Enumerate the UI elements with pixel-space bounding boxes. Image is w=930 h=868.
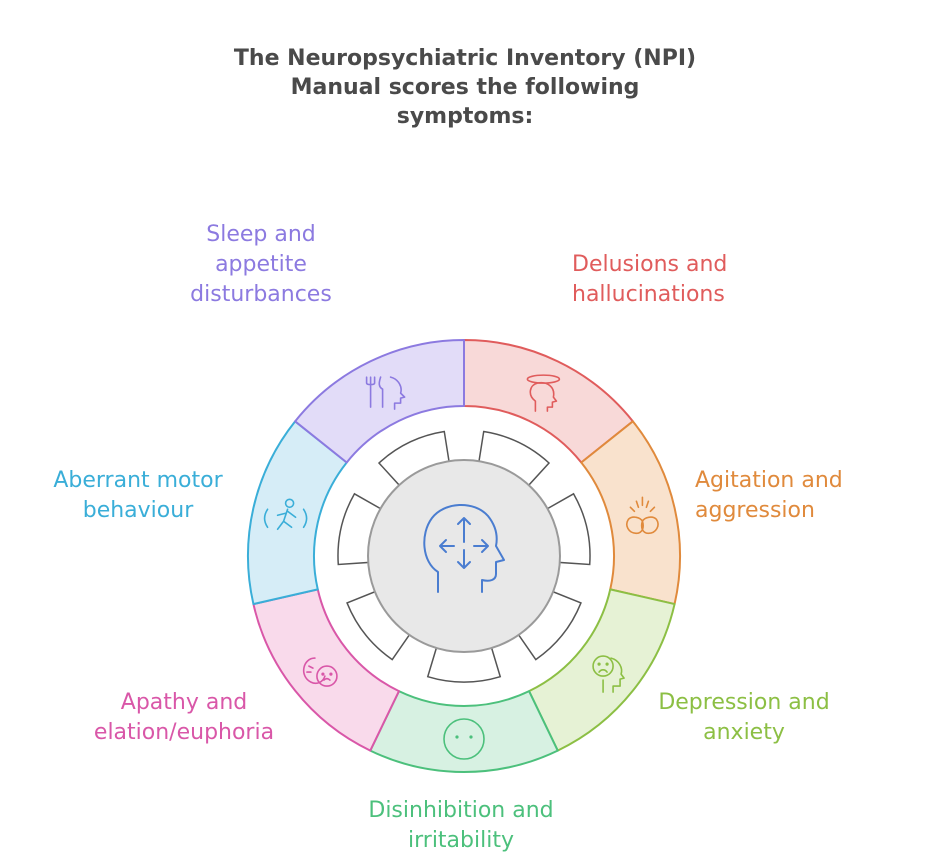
sleep-appetite-head-icon [365, 376, 406, 410]
label-apathy-elation: Apathy and elation/euphoria [93, 690, 275, 745]
mind-directions-icon [423, 503, 505, 593]
label-agitation-aggression: Agitation and aggression [695, 468, 843, 523]
label-delusions-hallucinations: Delusions and hallucinations [572, 252, 728, 307]
sad-head-icon [592, 655, 625, 693]
label-disinhibition-irritability: Disinhibition and irritability [368, 798, 554, 853]
boxing-gloves-icon [626, 496, 659, 535]
sector-4 [369, 690, 559, 773]
diagram-title: The Neuropsychiatric Inventory (NPI) Man… [165, 44, 765, 131]
label-aberrant-motor: Aberrant motor behaviour [53, 468, 223, 523]
title-line-1: The Neuropsychiatric Inventory (NPI) [233, 46, 697, 71]
title-line-3: symptoms: [396, 104, 534, 129]
halo-head-icon [526, 374, 561, 412]
title-line-2: Manual scores the following [290, 75, 640, 100]
label-sleep-appetite: Sleep and appetite disturbances [190, 222, 332, 307]
sector-7 [294, 339, 465, 464]
neutral-face-icon [443, 718, 485, 760]
mood-faces-icon [302, 657, 338, 687]
running-person-icon [263, 498, 308, 531]
label-depression-anxiety: Depression and anxiety [658, 690, 830, 745]
